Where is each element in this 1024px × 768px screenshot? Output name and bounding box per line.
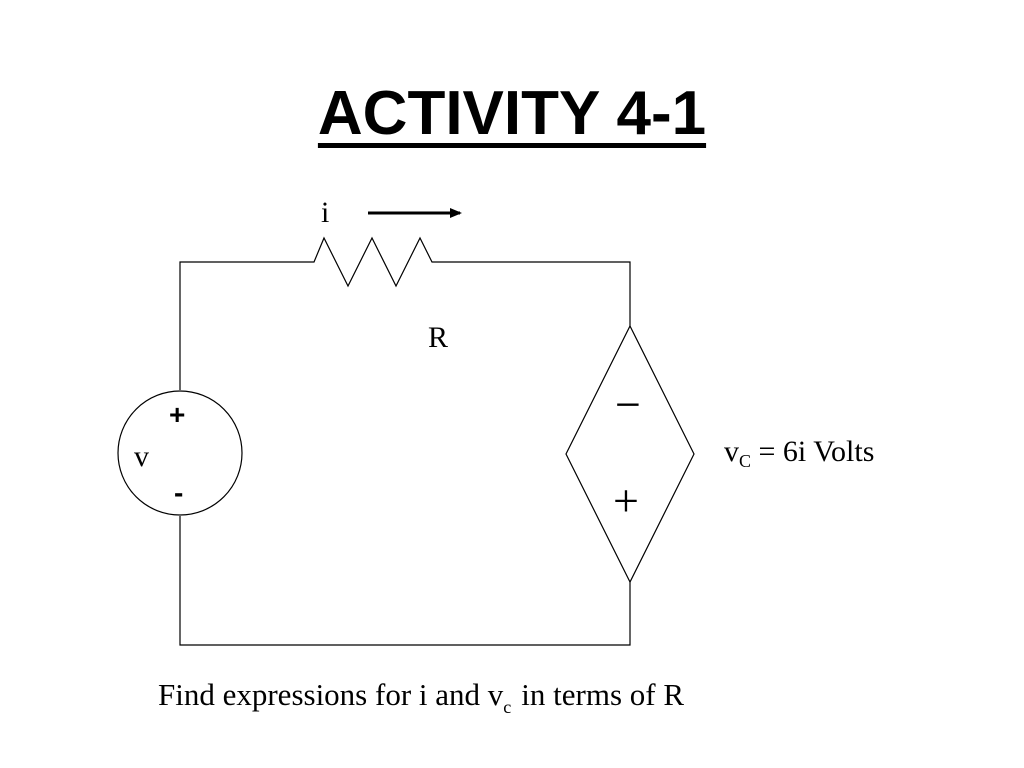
question-subscript: c (503, 697, 512, 717)
question-prefix: Find expressions for i and v (158, 677, 504, 712)
equation-rhs: = 6i Volts (758, 435, 875, 468)
question-suffix: in terms of R (521, 677, 685, 712)
resistor-label: R (428, 321, 449, 354)
dependent-plus-sign: + (613, 475, 639, 526)
question-text: Find expressions for i and vc in terms of… (158, 677, 684, 717)
dependent-minus-sign: − (615, 379, 641, 430)
source-voltage-label: v (134, 440, 149, 473)
source-plus-sign: + (169, 399, 186, 430)
bottom-wire (179, 516, 631, 646)
equation-variable: v (724, 435, 739, 468)
source-minus-sign: - (174, 477, 184, 508)
current-label: i (321, 196, 330, 229)
dependent-source-diamond (565, 324, 695, 584)
top-wire-with-resistor (179, 236, 631, 390)
page-title: ACTIVITY 4-1 (317, 79, 707, 148)
voltage-source-circle (117, 390, 243, 516)
dependent-source-equation: vC = 6i Volts (724, 435, 874, 478)
equation-subscript: C (739, 451, 752, 471)
